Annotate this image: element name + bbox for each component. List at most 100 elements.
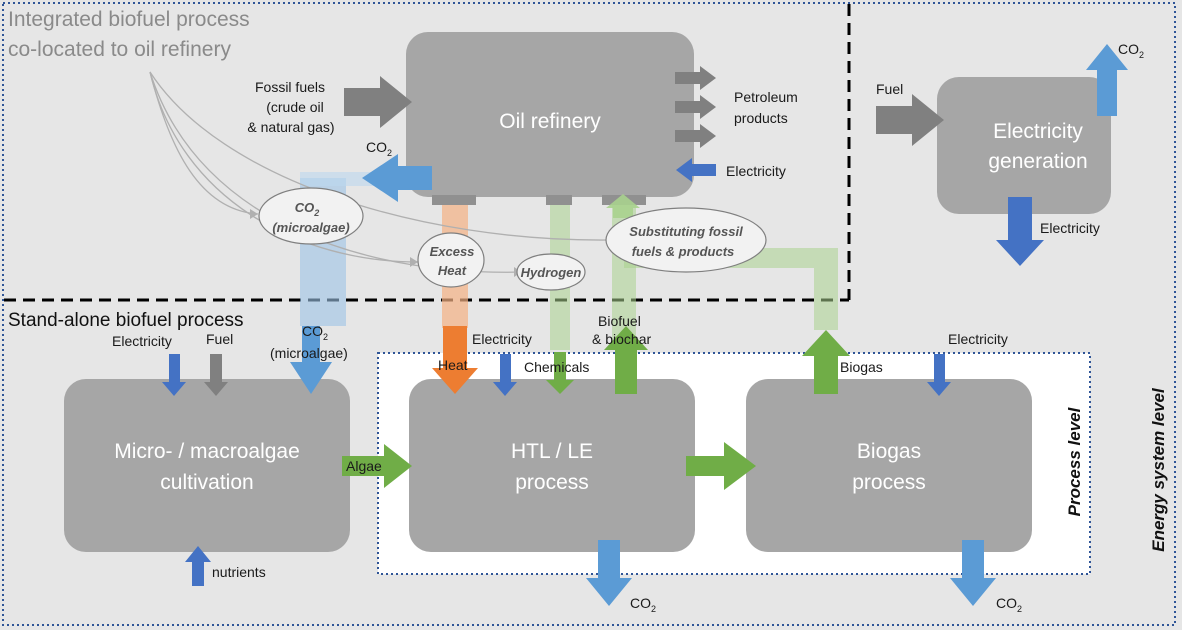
- svg-text:CO2: CO2: [366, 139, 392, 158]
- chemicals-label: Chemicals: [524, 359, 589, 375]
- svg-text:(crude oil: (crude oil: [266, 99, 324, 115]
- biofuel-label-line2: & biochar: [592, 331, 651, 347]
- energy-system-level-label: Energy system level: [1149, 387, 1168, 552]
- integrated-title-line2: co-located to oil refinery: [8, 38, 231, 61]
- svg-text:Heat: Heat: [438, 357, 468, 373]
- svg-text:CO2: CO2: [630, 595, 656, 614]
- co2-label-electricity: CO: [1118, 41, 1139, 57]
- co2-ellipse-sub: 2: [313, 208, 319, 218]
- fossil-fuels-line2: (crude oil: [266, 99, 324, 115]
- petroleum-line2: products: [734, 110, 788, 126]
- htl-label-1: HTL / LE: [511, 440, 593, 463]
- refinery-tab-1: [432, 195, 476, 205]
- electricity-generation-box: [937, 77, 1111, 214]
- svg-text:nutrients: nutrients: [212, 564, 266, 580]
- svg-text:Fossil fuels: Fossil fuels: [255, 79, 325, 95]
- svg-text:CO2: CO2: [295, 200, 320, 218]
- svg-text:generation: generation: [988, 150, 1087, 173]
- cultivation-label-1: Micro- / macroalgae: [114, 440, 300, 463]
- electricity-label-gen: Electricity: [1040, 220, 1100, 236]
- svg-text:Electricity: Electricity: [112, 333, 172, 349]
- fossil-fuels-line1: Fossil fuels: [255, 79, 325, 95]
- svg-text:cultivation: cultivation: [160, 471, 253, 494]
- substituting-ellipse: [605, 207, 767, 273]
- petroleum-arrow-2: [675, 95, 716, 119]
- co2-microalgae-arrow: [290, 326, 332, 394]
- excess-heat-ellipse: [417, 232, 485, 288]
- co2-sub-refinery: 2: [387, 148, 392, 158]
- svg-text:Electricity: Electricity: [1040, 220, 1100, 236]
- process-level-label: Process level: [1065, 406, 1084, 516]
- co2-sub-electricity: 2: [1139, 50, 1144, 60]
- svg-text:products: products: [734, 110, 788, 126]
- substituting-line1: Substituting fossil: [629, 224, 743, 239]
- electricity-arrow-refinery: [676, 158, 716, 182]
- svg-text:Micro- / macroalgae: Micro- / macroalgae: [114, 440, 300, 463]
- biogas-flow-label: Biogas: [840, 359, 883, 375]
- svg-text:process: process: [852, 471, 926, 494]
- co2-ellipse-co: CO: [295, 200, 315, 215]
- electricity-label-htl: Electricity: [472, 331, 532, 347]
- electricity-arrow-cultivation: [162, 354, 186, 396]
- svg-text:Biogas: Biogas: [857, 440, 921, 463]
- co2-microalgae-ellipse: [258, 187, 364, 245]
- svg-text:Energy system level: Energy system level: [1149, 387, 1168, 552]
- svg-text:Biofuel: Biofuel: [598, 313, 641, 329]
- nutrients-label: nutrients: [212, 564, 266, 580]
- electricity-label-refinery: Electricity: [726, 163, 786, 179]
- co2-label-standalone: CO: [302, 323, 323, 339]
- svg-text:Excess: Excess: [430, 244, 475, 259]
- svg-text:Chemicals: Chemicals: [524, 359, 589, 375]
- fossil-fuels-line3: & natural gas): [247, 119, 334, 135]
- svg-text:Stand-alone biofuel process: Stand-alone biofuel process: [8, 310, 244, 331]
- link-arrowhead-2: [410, 257, 418, 267]
- co2-microalgae-label: (microalgae): [270, 345, 348, 361]
- svg-text:fuels & products: fuels & products: [632, 244, 735, 259]
- electricity-label-cultivation: Electricity: [112, 333, 172, 349]
- co2-label-htl: CO: [630, 595, 651, 611]
- svg-text:& natural gas): & natural gas): [247, 119, 334, 135]
- fuel-arrow-electricity: [876, 94, 944, 146]
- biogas-box: [746, 379, 1032, 552]
- htl-to-biogas-arrow: [686, 442, 756, 490]
- biogas-arrow: [802, 330, 850, 394]
- svg-text:process: process: [515, 471, 589, 494]
- svg-text:Algae: Algae: [346, 458, 382, 474]
- biofuel-arrow: [604, 326, 648, 394]
- heat-arrow: [432, 326, 478, 394]
- heat-label: Heat: [438, 357, 468, 373]
- svg-text:Fuel: Fuel: [876, 81, 903, 97]
- svg-text:Biogas: Biogas: [840, 359, 883, 375]
- co2-arrow-htl: [586, 540, 632, 606]
- svg-text:Substituting fossil: Substituting fossil: [629, 224, 743, 239]
- co2-sub-standalone: 2: [323, 332, 328, 342]
- excess-heat-line1: Excess: [430, 244, 475, 259]
- svg-text:Process level: Process level: [1065, 406, 1084, 516]
- svg-text:Electricity: Electricity: [472, 331, 532, 347]
- svg-text:CO2: CO2: [302, 323, 328, 342]
- co2-sub-htl: 2: [651, 604, 656, 614]
- svg-text:& biochar: & biochar: [592, 331, 651, 347]
- integrated-title-line1: Integrated biofuel process: [8, 8, 250, 31]
- co2-arrow-electricity: [1086, 44, 1128, 116]
- hydrogen-ellipse: [516, 253, 586, 291]
- nutrients-arrow: [185, 546, 211, 586]
- htl-box: [409, 379, 695, 552]
- co2-arrow-biogas: [950, 540, 996, 606]
- biogas-box-label-1: Biogas: [857, 440, 921, 463]
- co2-label-refinery: CO: [366, 139, 387, 155]
- fuel-label-electricity: Fuel: [876, 81, 903, 97]
- chemicals-arrow: [546, 352, 574, 394]
- excess-heat-line2: Heat: [438, 263, 467, 278]
- cultivation-box: [64, 379, 350, 552]
- co2-label-biogas: CO: [996, 595, 1017, 611]
- electricity-generation-label-2: generation: [988, 150, 1087, 173]
- electricity-arrow-biogas: [927, 354, 951, 396]
- svg-text:HTL / LE: HTL / LE: [511, 440, 593, 463]
- hydrogen-label: Hydrogen: [521, 265, 582, 280]
- standalone-title: Stand-alone biofuel process: [8, 310, 244, 331]
- svg-text:Electricity: Electricity: [993, 120, 1083, 143]
